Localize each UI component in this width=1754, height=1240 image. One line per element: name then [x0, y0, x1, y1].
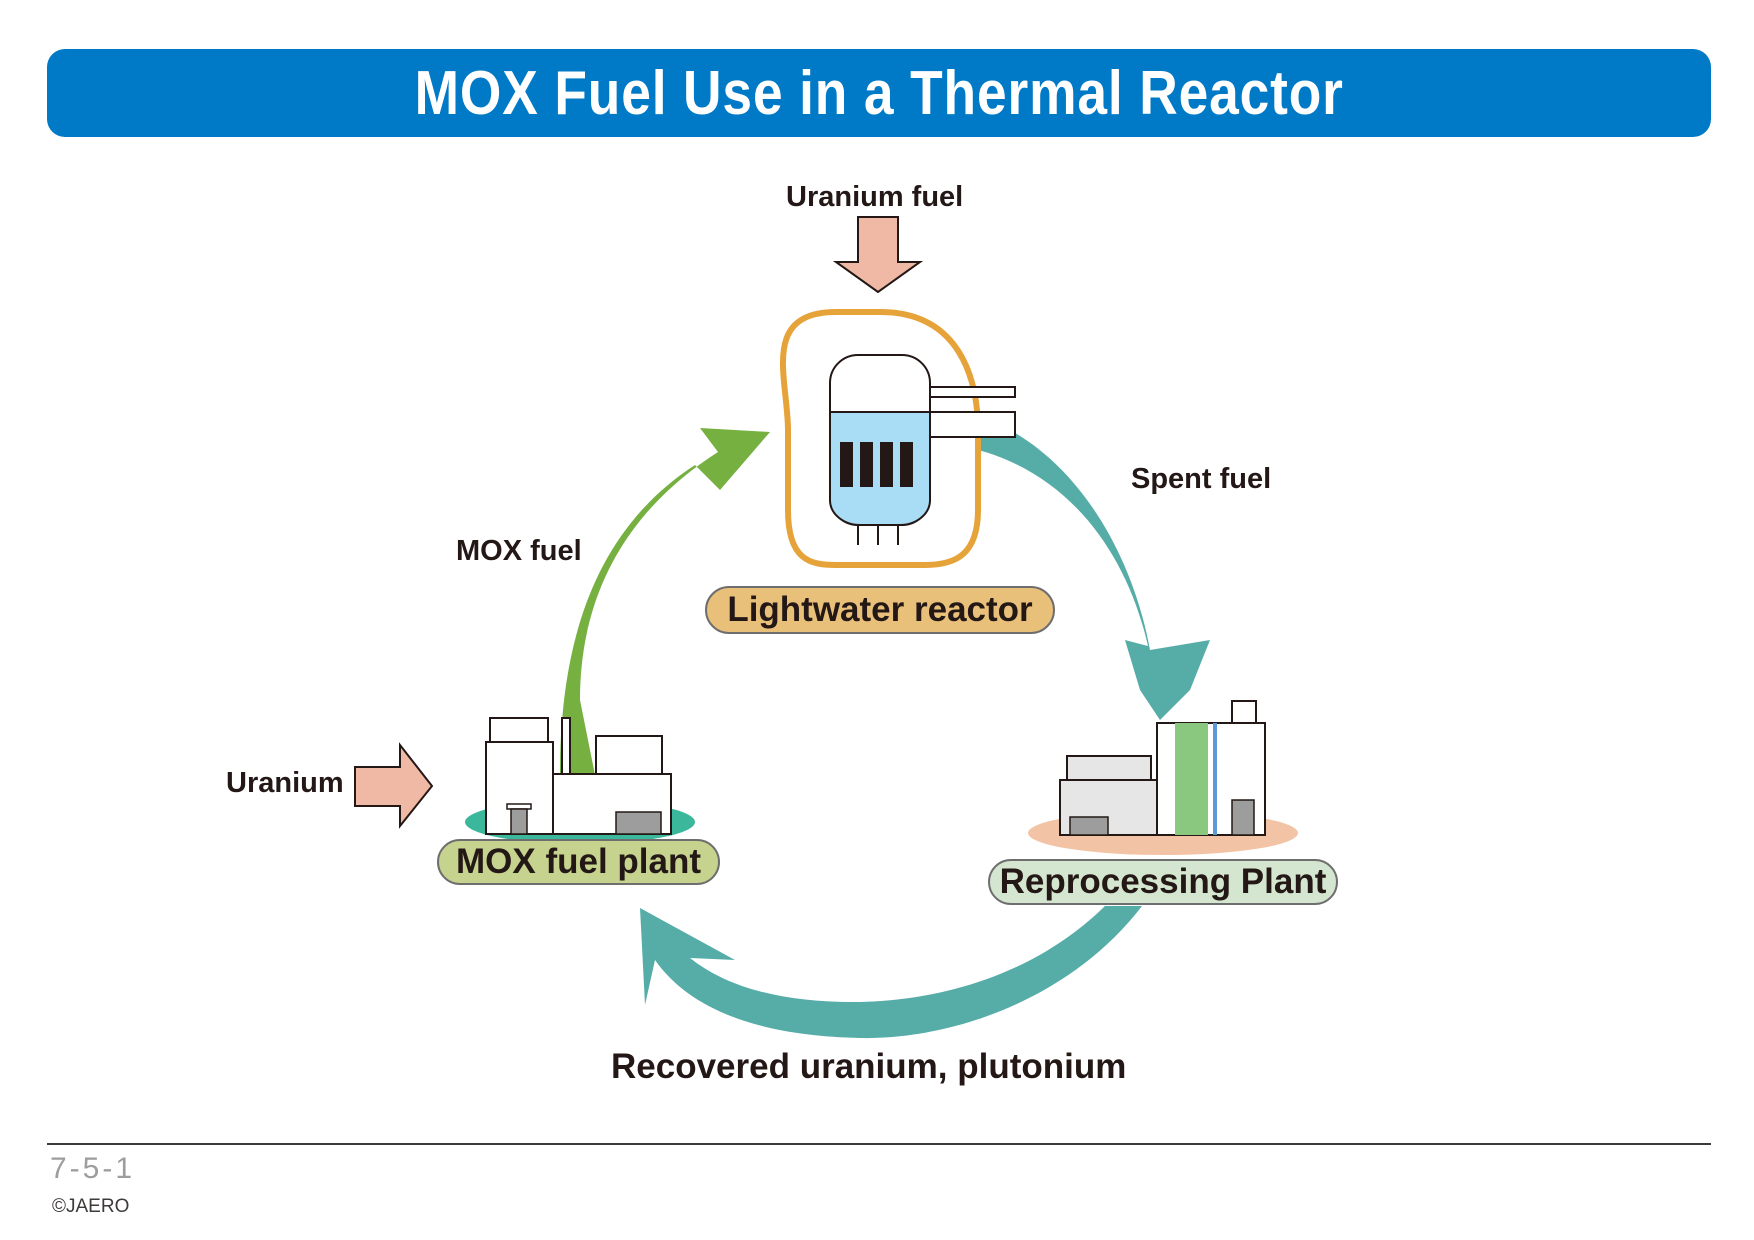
uranium-input-arrow [354, 742, 434, 829]
reactor-node-label: Lightwater reactor [705, 586, 1055, 634]
page-number: 7-5-1 [50, 1152, 136, 1185]
reprocessing-node-label: Reprocessing Plant [988, 859, 1338, 905]
mox-fuel-arrow [560, 428, 770, 775]
mox-plant-icon [465, 717, 695, 844]
recovered-label: Recovered uranium, plutonium [611, 1047, 1127, 1086]
mox-fuel-label: MOX fuel [456, 535, 582, 567]
mox-plant-node-label: MOX fuel plant [437, 839, 720, 885]
reprocessing-plant-icon [1028, 700, 1298, 855]
recovered-arrow [640, 906, 1142, 1039]
copyright: ©JAERO [52, 1196, 130, 1217]
spent-fuel-arrow [955, 410, 1210, 720]
uranium-label: Uranium [226, 767, 344, 799]
reactor-icon [780, 309, 1016, 568]
footer-divider [47, 1143, 1711, 1145]
title-bar: MOX Fuel Use in a Thermal Reactor [47, 49, 1711, 137]
uranium-fuel-label: Uranium fuel [786, 181, 964, 213]
page-title: MOX Fuel Use in a Thermal Reactor [414, 58, 1344, 128]
uranium-fuel-input-arrow [832, 216, 924, 294]
spent-fuel-label: Spent fuel [1131, 463, 1272, 495]
